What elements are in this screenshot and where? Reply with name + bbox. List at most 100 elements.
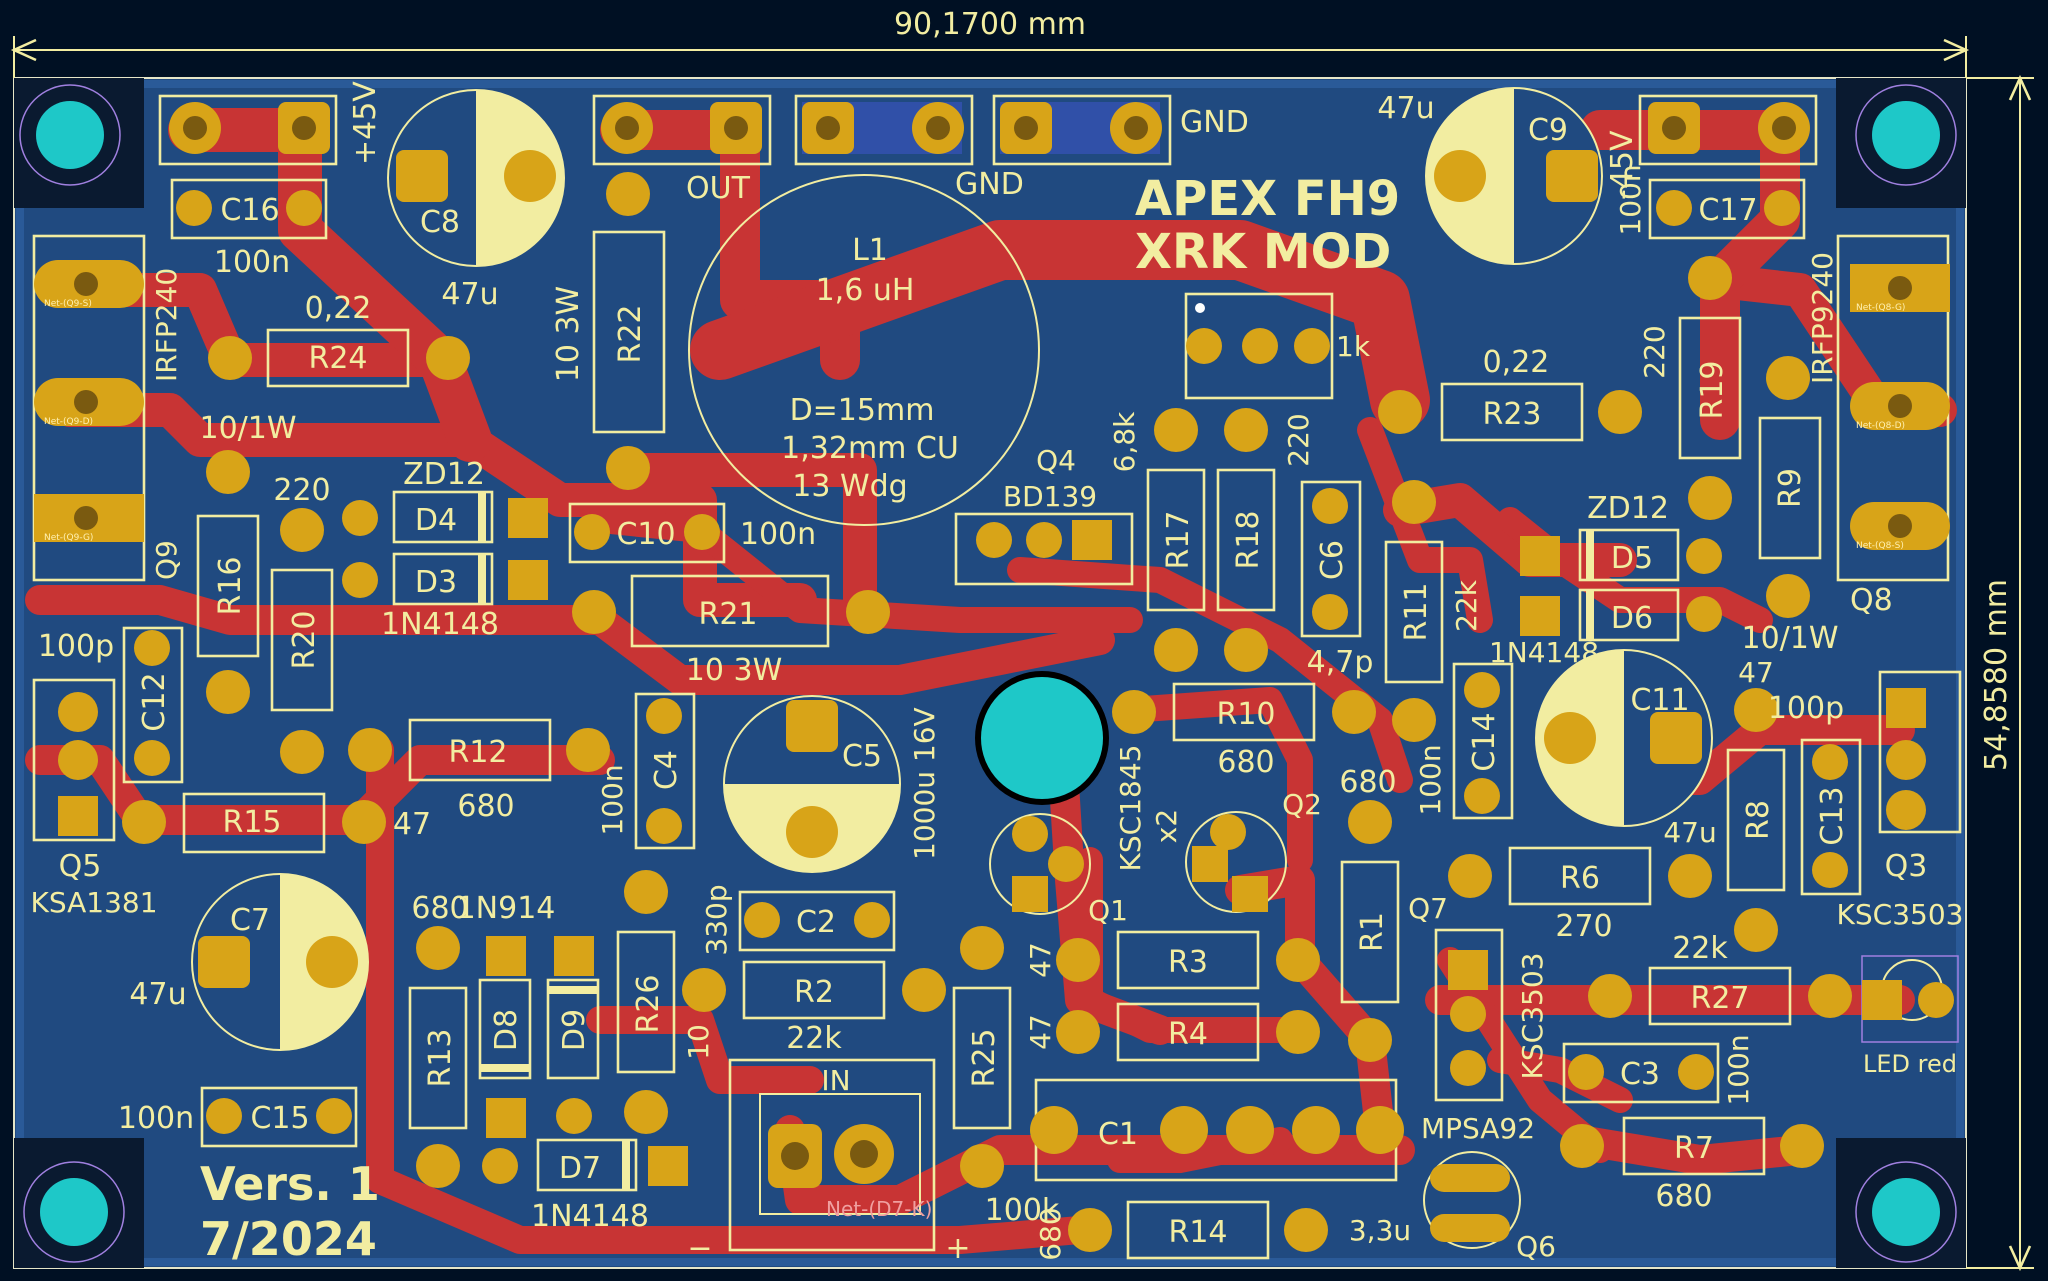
r6-label: R6 <box>1560 861 1600 896</box>
cap-c4[interactable]: C4 100n <box>596 692 696 850</box>
connector-plus45[interactable]: +45V <box>158 81 383 166</box>
connector-gnd-1[interactable]: GND <box>794 94 1024 202</box>
inductor-l1[interactable]: L1 1,6 uH D=15mm 1,32mm CU 13 Wdg <box>688 174 1040 526</box>
resistor-r8[interactable]: R8 47 <box>1726 656 1786 952</box>
resistor-r14[interactable]: R14 680 <box>1034 1200 1328 1261</box>
resistor-r17[interactable]: R17 6,8k <box>1108 408 1206 672</box>
resistor-r10[interactable]: R10 680 <box>1112 682 1376 780</box>
cap-c16[interactable]: C16 100n <box>170 178 328 280</box>
resistor-r24[interactable]: R24 0,22 <box>208 291 470 388</box>
transistor-q2[interactable]: Q2 <box>1185 788 1322 913</box>
c5-value: 1000u 16V <box>908 707 941 860</box>
gnd-label-2: GND <box>1180 105 1249 140</box>
c17-value: 100n <box>1614 164 1647 235</box>
resistor-r25[interactable]: R25 100k <box>952 926 1060 1228</box>
mosfet-q9[interactable]: Net-(Q9-S) Net-(Q9-D) Net-(Q9-G) IRFP240… <box>32 234 183 582</box>
cap-c7[interactable]: C7 47u <box>129 873 369 1051</box>
c11-label: C11 <box>1630 683 1689 718</box>
resistor-r23[interactable]: R23 0,22 <box>1378 345 1642 442</box>
transistor-q5[interactable]: Q5 KSA1381 <box>30 678 158 919</box>
cap-c5[interactable]: C5 1000u 16V <box>723 695 941 873</box>
c4-value: 100n <box>596 764 629 835</box>
c15-value: 100n <box>118 1101 194 1136</box>
resistor-r1[interactable]: R1 680 <box>1339 765 1400 1062</box>
r25-value: 100k <box>985 1193 1060 1228</box>
resistor-r19[interactable]: R19 220 <box>1638 256 1742 520</box>
cap-c10[interactable]: C10 100n <box>568 502 816 564</box>
connector-out[interactable]: OUT <box>592 94 772 206</box>
cap-c8[interactable]: C8 47u <box>387 89 565 312</box>
r27-value: 22k <box>1672 931 1728 966</box>
diode-d7[interactable]: D7 1N4148 <box>482 1138 688 1234</box>
resistor-r27[interactable]: R27 22k <box>1588 931 1852 1026</box>
diode-d3[interactable]: D3 1N4148 <box>342 552 548 642</box>
resistor-r3[interactable]: R3 47 <box>1024 930 1320 990</box>
cap-c2[interactable]: C2 <box>738 890 896 952</box>
resistor-r18[interactable]: R18 220 <box>1216 408 1315 672</box>
c6-label: C6 <box>1315 540 1350 580</box>
transistor-q3[interactable]: Q3 KSC3503 <box>1837 670 1964 931</box>
r1-label: R1 <box>1355 912 1390 952</box>
c6-value: 4,7p <box>1307 645 1374 680</box>
trimmer-1k[interactable]: 1k <box>1184 292 1371 400</box>
c12-value: 100p <box>38 629 114 664</box>
transistor-q7[interactable]: Q7 KSC3503 <box>1408 892 1549 1102</box>
resistor-r26[interactable]: R26 330p <box>616 870 733 1134</box>
led-red[interactable]: LED red <box>1861 955 1959 1078</box>
transistor-q1[interactable]: Q1 KSC1845 x2 <box>989 745 1183 927</box>
r10-label: R10 <box>1216 697 1275 732</box>
cap-c14[interactable]: C14 100n <box>1414 662 1514 820</box>
l1-wire: 1,32mm CU <box>781 431 959 466</box>
mounting-holes <box>19 84 1957 1263</box>
resistor-r20[interactable]: R20 220 <box>270 473 334 774</box>
resistor-r4[interactable]: R4 47 <box>1024 1002 1320 1062</box>
c2-label: C2 <box>796 905 836 940</box>
resistor-r13[interactable]: R13 680 <box>408 891 469 1188</box>
d6-label: D6 <box>1611 601 1653 636</box>
diode-d8[interactable]: D8 <box>478 936 532 1138</box>
resistor-r21[interactable]: R21 10 3W <box>572 574 890 688</box>
c4-label: C4 <box>649 750 684 790</box>
c1-value: 3,3u <box>1349 1214 1411 1247</box>
led-label: LED red <box>1863 1050 1957 1078</box>
transistor-q6[interactable]: MPSA92 Q6 <box>1421 1112 1556 1263</box>
diode-d6[interactable]: D6 1N4148 <box>1489 588 1722 669</box>
r8-label: R8 <box>1741 800 1776 840</box>
diode-d9[interactable]: D9 1N914 <box>457 891 600 1134</box>
net-q9g: Net-(Q9-G) <box>44 533 93 543</box>
cap-c12[interactable]: C12 100p <box>38 626 184 784</box>
connector-minus45[interactable]: -45V <box>1605 94 1818 200</box>
cap-c3[interactable]: C3 100n <box>1562 1034 1755 1106</box>
cap-c15[interactable]: C15 100n <box>118 1086 358 1148</box>
resistor-r11[interactable]: R11 22k <box>1384 480 1483 742</box>
d7-value: 1N4148 <box>531 1199 649 1234</box>
connector-in[interactable]: IN Net-(D7-K) − + <box>687 1058 971 1266</box>
connector-gnd-2[interactable]: GND <box>992 94 1249 166</box>
mosfet-q8[interactable]: Net-(Q8-G) Net-(Q8-D) Net-(Q8-S) IRFP924… <box>1806 234 1950 618</box>
d4-label: D4 <box>415 503 457 538</box>
resistor-r15[interactable]: R15 47 <box>122 792 431 854</box>
diode-d5[interactable]: D5 ZD12 <box>1520 491 1722 582</box>
r22-label: R22 <box>613 304 648 363</box>
diode-d4[interactable]: D4 ZD12 <box>342 457 548 544</box>
transistor-q4[interactable]: Q4 BD139 <box>954 444 1134 586</box>
resistor-r22[interactable]: R22 10 3W <box>551 172 666 490</box>
resistor-r9[interactable]: R9 10/1W <box>1741 356 1839 656</box>
r21-value: 10 3W <box>686 653 782 688</box>
resistor-r7[interactable]: R7 680 <box>1560 1116 1824 1214</box>
cap-c6[interactable]: C6 4,7p <box>1300 480 1374 680</box>
net-q8s: Net-(Q8-S) <box>1856 541 1904 551</box>
q4-value: BD139 <box>1003 480 1097 513</box>
resistor-r6[interactable]: R6 270 <box>1448 846 1712 944</box>
cap-c1[interactable]: C1 3,3u <box>1030 1078 1411 1247</box>
resistor-r12[interactable]: R12 680 <box>348 718 610 824</box>
resistor-r2[interactable]: R2 10 22k <box>682 960 946 1060</box>
cap-c11[interactable]: C11 47u <box>1535 649 1717 849</box>
resistor-r16[interactable]: R16 10/1W <box>196 411 297 714</box>
cap-c17[interactable]: C17 100n <box>1614 164 1806 240</box>
c8-value: 47u <box>441 277 498 312</box>
cap-c13[interactable]: C13 100p <box>1768 691 1862 896</box>
cap-c9[interactable]: C9 47u <box>1377 87 1603 265</box>
